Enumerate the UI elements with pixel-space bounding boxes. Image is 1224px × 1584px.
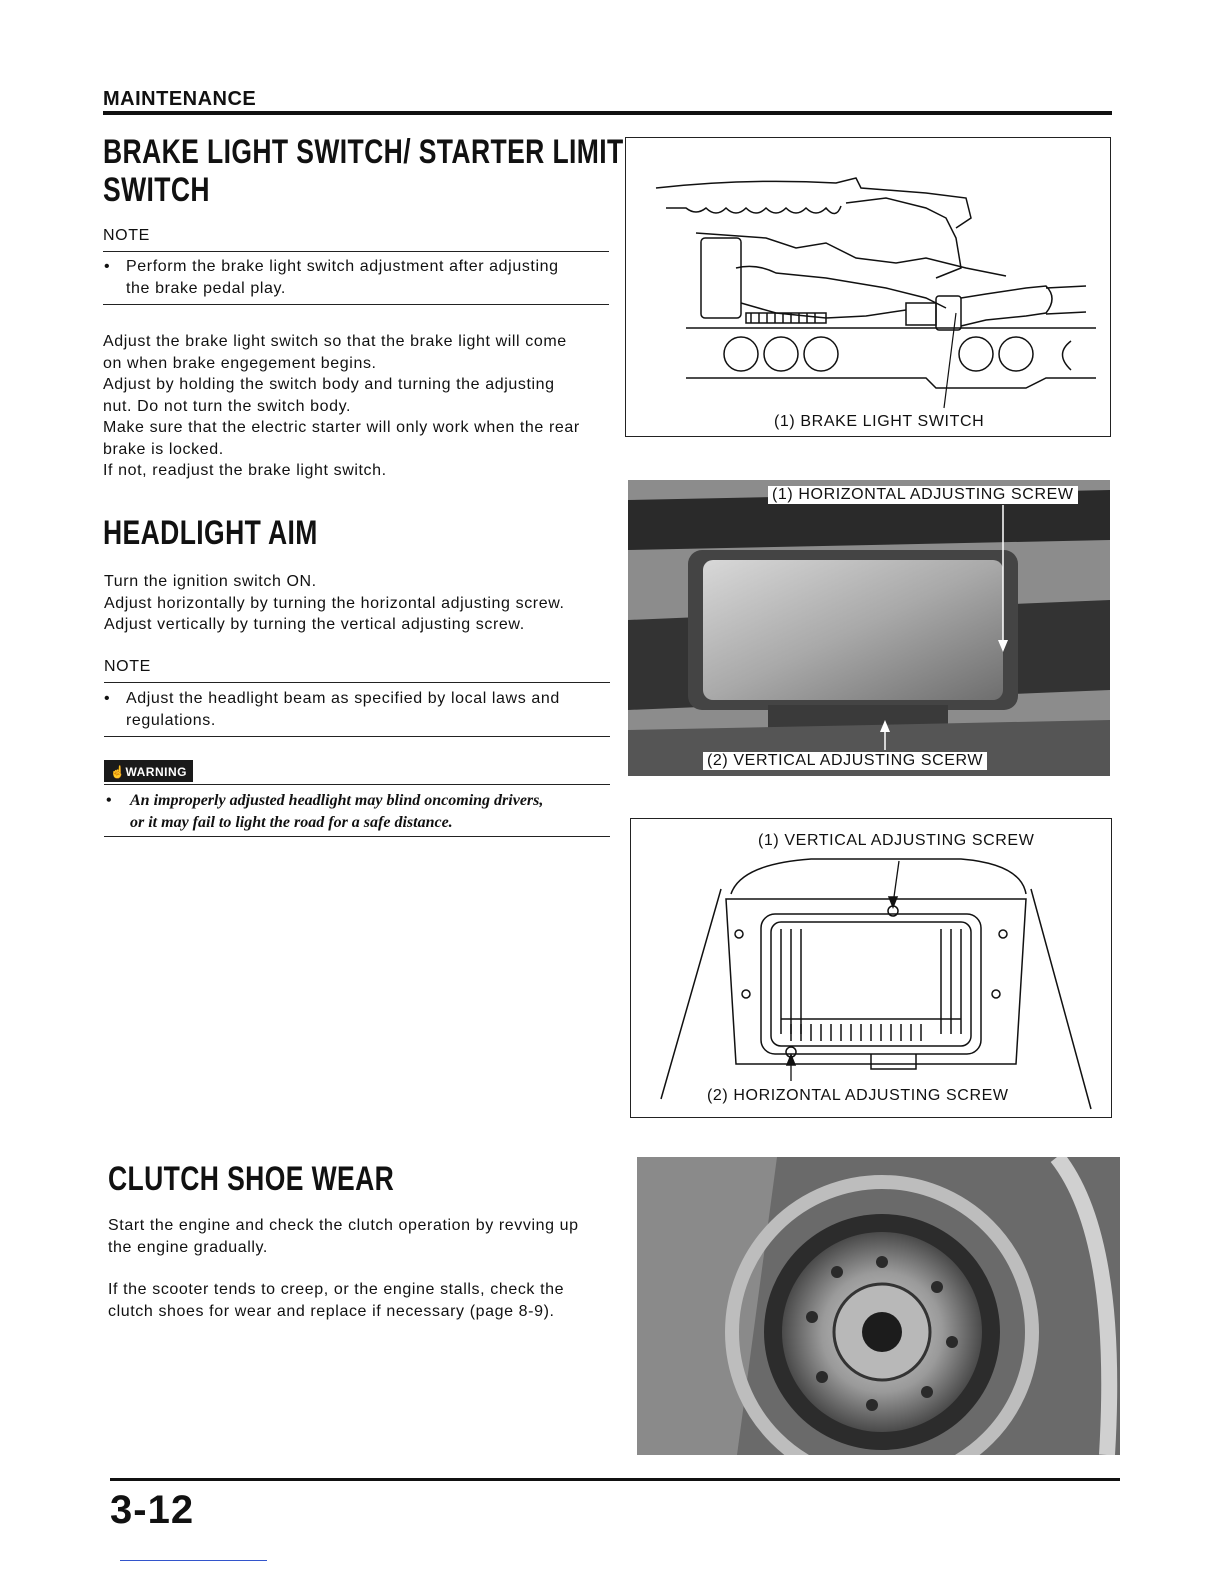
clutch-para2-line: clutch shoes for wear and replace if nec…: [108, 1302, 555, 1320]
warning-label: WARNING: [125, 765, 187, 779]
clutch-para2-line: If the scooter tends to creep, or the en…: [108, 1281, 565, 1298]
headlight-diagram: (1) VERTICAL ADJUSTING SCREW (2) HORIZON…: [630, 818, 1112, 1118]
headlight-photo: (1) HORIZONTAL ADJUSTING SCREW (2) VERTI…: [628, 480, 1110, 776]
brake-para-line: Make sure that the electric starter will…: [103, 419, 580, 436]
headlight-para-line: Adjust horizontally by turning the horiz…: [104, 594, 565, 612]
footer-link-underline: [120, 1560, 267, 1561]
brake-title-line2: SWITCH: [103, 171, 210, 209]
brake-switch-figure: (1) BRAKE LIGHT SWITCH: [625, 137, 1111, 437]
footer-rule: [110, 1478, 1120, 1481]
headlight-diagram-caption2: (2) HORIZONTAL ADJUSTING SCREW: [707, 1087, 1009, 1105]
headlight-para-line: Adjust vertically by turning the vertica…: [104, 616, 525, 633]
warning-hand-icon: ☝: [110, 765, 126, 779]
warning-text: • An improperly adjusted headlight may bl…: [106, 790, 616, 834]
brake-note-item-line1: Perform the brake light switch adjustmen…: [126, 258, 559, 275]
clutch-paragraph-1: Start the engine and check the clutch op…: [108, 1215, 618, 1258]
warning-line1: An improperly adjusted headlight may bli…: [130, 792, 544, 809]
warning-badge: ☝WARNING: [104, 760, 193, 782]
page-number: 3-12: [110, 1488, 195, 1532]
brake-para-line: If not, readjust the brake light switch.: [103, 462, 387, 479]
headlight-note-rule-bottom: [104, 736, 610, 737]
clutch-photo: [637, 1157, 1120, 1455]
brake-note-label: NOTE: [103, 227, 150, 244]
brake-para-line: nut. Do not turn the switch body.: [103, 397, 352, 415]
brake-para-line: Adjust the brake light switch so that th…: [103, 333, 567, 350]
section-header: MAINTENANCE: [103, 88, 257, 110]
headlight-title: HEADLIGHT AIM: [103, 514, 318, 552]
brake-paragraph: Adjust the brake light switch so that th…: [103, 331, 613, 482]
headlight-note-item: • Adjust the headlight beam as specified …: [104, 688, 632, 732]
headlight-para-line: Turn the ignition switch ON.: [104, 573, 317, 590]
warning-rule-top: [104, 784, 610, 785]
headlight-photo-caption1: (1) HORIZONTAL ADJUSTING SCREW: [768, 486, 1078, 504]
brake-note-item: • Perform the brake light switch adjustme…: [104, 256, 631, 300]
headlight-note-item-line1: Adjust the headlight beam as specified b…: [126, 690, 560, 707]
clutch-title: CLUTCH SHOE WEAR: [108, 1160, 395, 1198]
brake-para-line: on when brake engegement begins.: [103, 354, 377, 372]
header-rule: [103, 111, 1112, 115]
headlight-diagram-caption1: (1) VERTICAL ADJUSTING SCREW: [758, 832, 1035, 850]
brake-note-rule-top: [103, 251, 609, 252]
brake-title-line1: BRAKE LIGHT SWITCH/ STARTER LIMITER: [103, 133, 662, 171]
headlight-note-label: NOTE: [104, 658, 151, 675]
headlight-diagram-drawing: [660, 858, 1092, 1110]
clutch-paragraph-2: If the scooter tends to creep, or the en…: [108, 1279, 618, 1322]
clutch-para1-line: the engine gradually.: [108, 1238, 268, 1256]
brake-para-line: brake is locked.: [103, 440, 224, 458]
brake-note-item-line2: the brake pedal play.: [126, 280, 286, 297]
brake-switch-drawing: [655, 177, 1096, 409]
headlight-photo-caption2: (2) VERTICAL ADJUSTING SCERW: [703, 752, 988, 770]
warning-line2: or it may fail to light the road for a s…: [130, 814, 453, 831]
headlight-note-rule-top: [104, 682, 610, 683]
headlight-photo-drawing: [628, 480, 1110, 776]
bullet-dot: •: [104, 258, 111, 275]
clutch-para1-line: Start the engine and check the clutch op…: [108, 1217, 579, 1234]
bullet-dot: •: [104, 690, 111, 707]
brake-switch-caption: (1) BRAKE LIGHT SWITCH: [774, 413, 985, 431]
brake-para-line: Adjust by holding the switch body and tu…: [103, 376, 555, 393]
headlight-paragraph: Turn the ignition switch ON. Adjust hori…: [104, 571, 614, 636]
brake-note-rule-bottom: [103, 304, 609, 305]
headlight-note-item-line2: regulations.: [126, 712, 216, 729]
bullet-dot: •: [106, 792, 112, 809]
warning-rule-bottom: [104, 836, 610, 837]
clutch-photo-drawing: [637, 1157, 1120, 1455]
